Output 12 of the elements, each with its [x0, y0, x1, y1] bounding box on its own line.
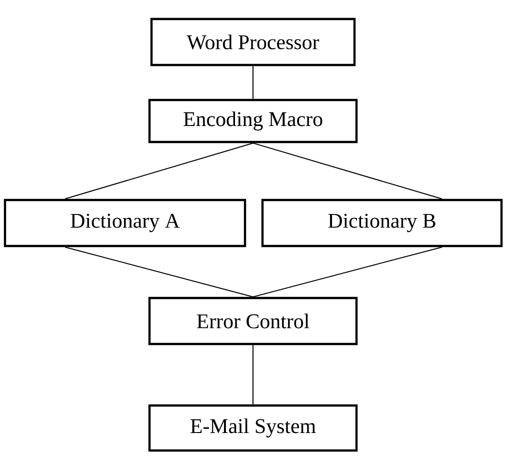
connector-line: [252, 142, 442, 200]
process-box: E-Mail System: [148, 404, 358, 452]
process-box: Error Control: [148, 296, 358, 346]
process-box: Dictionary B: [261, 198, 503, 248]
connector-line: [64, 246, 254, 298]
process-box: Encoding Macro: [148, 98, 358, 144]
connector-line: [64, 142, 254, 200]
connector-line: [252, 246, 442, 298]
process-box: Word Processor: [150, 18, 356, 66]
connector-line: [252, 344, 254, 405]
connector-line: [252, 66, 254, 100]
process-box: Dictionary A: [4, 198, 246, 248]
